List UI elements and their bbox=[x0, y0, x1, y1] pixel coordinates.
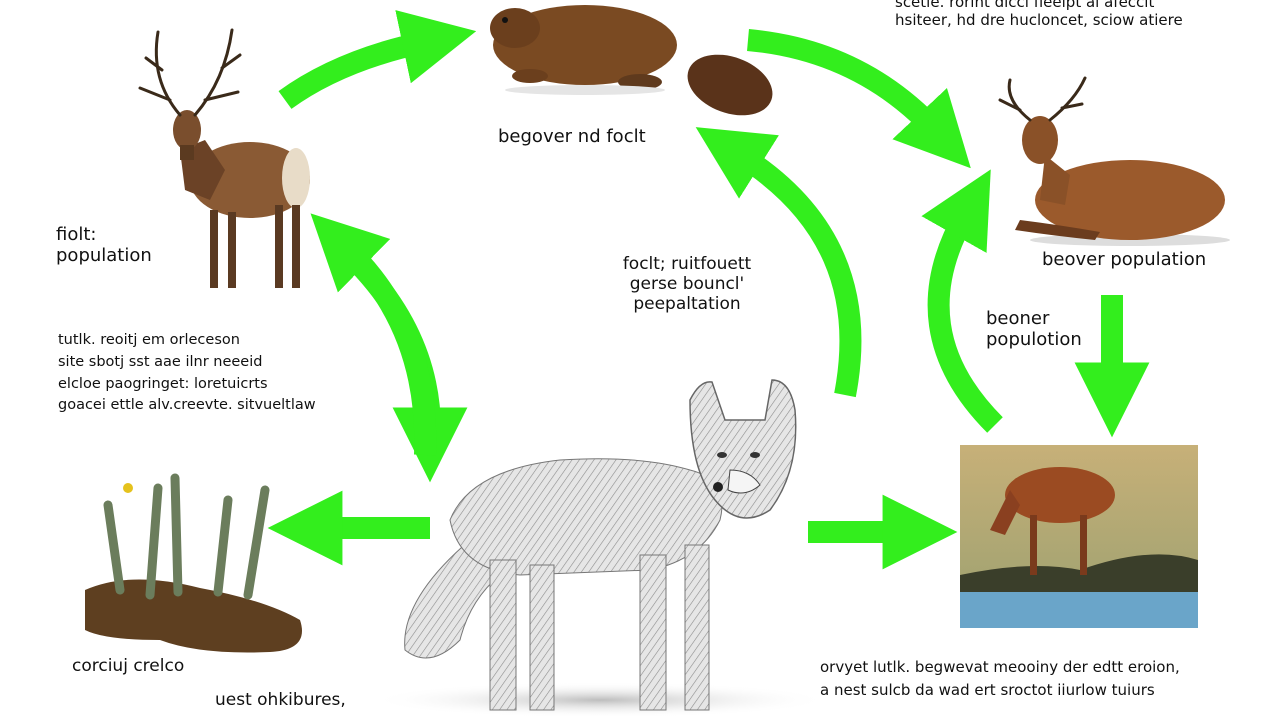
wolf-illustration bbox=[370, 379, 830, 718]
lying-deer-caption: beover population bbox=[1042, 249, 1207, 270]
arrow-center-to-beaver-caption bbox=[695, 127, 862, 398]
beaver-illustration bbox=[490, 5, 773, 116]
arrow-beaver-to-lying-deer bbox=[747, 29, 971, 169]
roots-caption: corciuj crelco bbox=[72, 656, 185, 676]
deer-drinking-photo bbox=[960, 445, 1198, 628]
left-paragraph: tutlk. reoitj em orleceson site sbotj ss… bbox=[58, 332, 316, 414]
top-right-caption: scetle. rorint diccl fieeipt al afeccit … bbox=[895, 0, 1183, 29]
arrow-photo-to-lying-deer bbox=[921, 169, 1003, 433]
lying-deer-illustration bbox=[998, 76, 1230, 246]
beaver-caption: begover nd foclt bbox=[498, 126, 646, 147]
arrow-elk-up bbox=[310, 213, 437, 456]
bottom-right-paragraph: orvyet lutlk. begwevat meooiny der edtt … bbox=[820, 658, 1180, 700]
center-caption: foclt; ruitfouett gerse bouncl' peepalta… bbox=[622, 254, 752, 315]
mid-right-caption: beoner populotion bbox=[986, 308, 1082, 351]
arrow-elk-to-beaver bbox=[278, 10, 477, 109]
elk-caption: fiolt: population bbox=[56, 224, 152, 267]
arrows bbox=[267, 10, 1150, 570]
elk-illustration bbox=[138, 28, 310, 288]
bottom-left-caption: uest ohkibures, bbox=[215, 690, 346, 710]
plant-roots-illustration bbox=[85, 473, 302, 653]
